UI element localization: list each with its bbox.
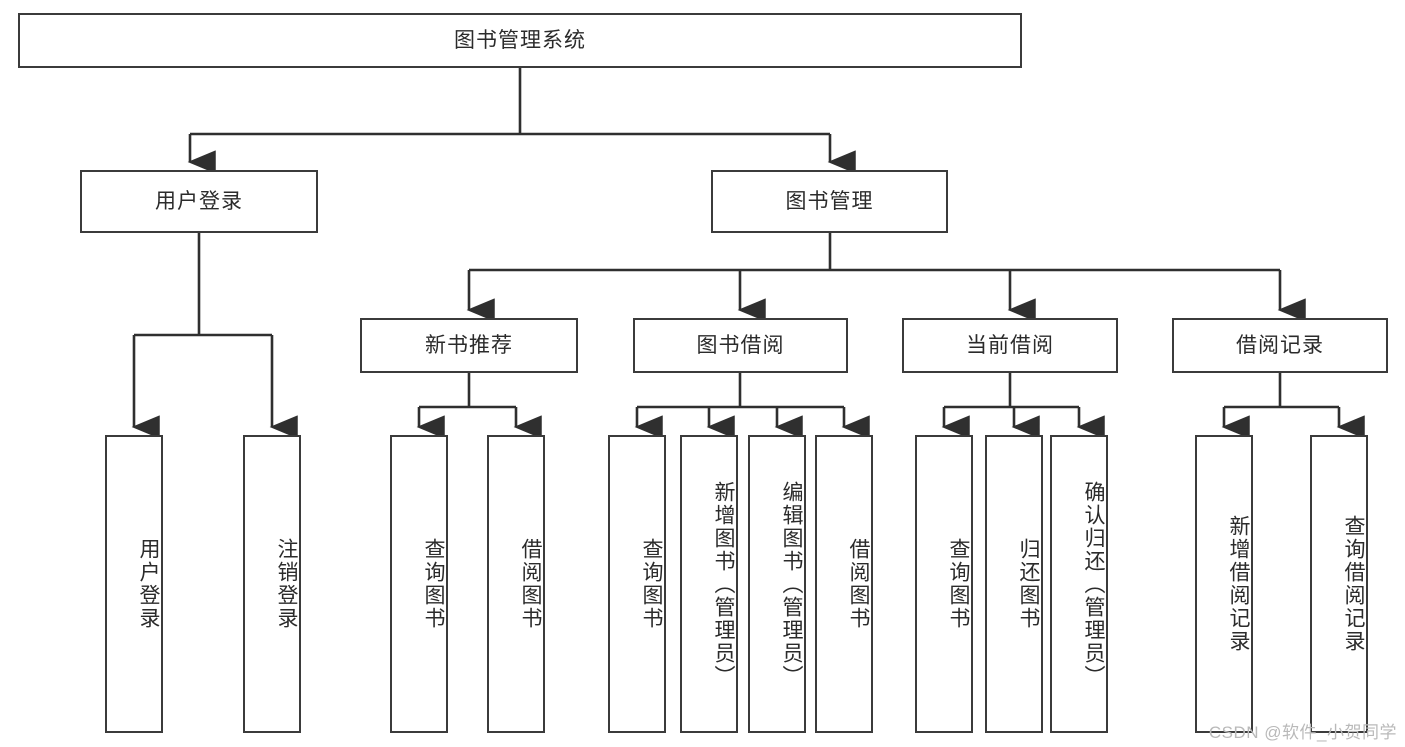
- node-book-borrow-label: 图书借阅: [696, 333, 785, 357]
- leaf-return-book[interactable]: 归还图书: [985, 435, 1043, 733]
- leaf-query-book-borrow[interactable]: 查询图书: [608, 435, 666, 733]
- node-current-borrow-label: 当前借阅: [966, 333, 1054, 357]
- leaf-add-book-admin[interactable]: 新增图书（管理员）: [680, 435, 738, 733]
- node-root-label: 图书管理系统: [454, 28, 586, 52]
- leaf-return-book-label: 归还图书: [1017, 538, 1040, 630]
- leaf-user-login-label: 用户登录: [137, 538, 160, 630]
- leaf-borrow-book-label: 借阅图书: [847, 538, 870, 630]
- node-book-management-label: 图书管理: [785, 189, 874, 213]
- node-user-login[interactable]: 用户登录: [80, 170, 318, 233]
- node-borrow-record[interactable]: 借阅记录: [1172, 318, 1388, 373]
- leaf-logout-label: 注销登录: [275, 538, 298, 630]
- leaf-query-borrow-record[interactable]: 查询借阅记录: [1310, 435, 1368, 733]
- node-user-login-label: 用户登录: [155, 189, 243, 213]
- leaf-query-book-current-label: 查询图书: [947, 538, 970, 630]
- leaf-edit-book-admin-label: 编辑图书（管理员）: [780, 480, 803, 688]
- node-new-book-recommend-label: 新书推荐: [425, 333, 513, 357]
- watermark: CSDN @软件_小贺同学: [1208, 723, 1397, 742]
- leaf-query-book-borrow-label: 查询图书: [640, 538, 663, 630]
- leaf-borrow-book[interactable]: 借阅图书: [815, 435, 873, 733]
- node-root[interactable]: 图书管理系统: [18, 13, 1022, 68]
- node-book-borrow[interactable]: 图书借阅: [633, 318, 848, 373]
- node-borrow-record-label: 借阅记录: [1236, 333, 1324, 357]
- leaf-add-book-admin-label: 新增图书（管理员）: [712, 480, 735, 688]
- leaf-add-borrow-record[interactable]: 新增借阅记录: [1195, 435, 1253, 733]
- leaf-edit-book-admin[interactable]: 编辑图书（管理员）: [748, 435, 806, 733]
- leaf-query-book-current[interactable]: 查询图书: [915, 435, 973, 733]
- leaf-query-borrow-record-label: 查询借阅记录: [1342, 515, 1365, 653]
- leaf-query-book-newbook[interactable]: 查询图书: [390, 435, 448, 733]
- leaf-add-borrow-record-label: 新增借阅记录: [1227, 515, 1250, 653]
- leaf-user-login[interactable]: 用户登录: [105, 435, 163, 733]
- node-current-borrow[interactable]: 当前借阅: [902, 318, 1118, 373]
- leaf-confirm-return-admin[interactable]: 确认归还（管理员）: [1050, 435, 1108, 733]
- leaf-borrow-book-newbook-label: 借阅图书: [519, 538, 542, 630]
- node-book-management[interactable]: 图书管理: [711, 170, 948, 233]
- leaf-logout[interactable]: 注销登录: [243, 435, 301, 733]
- node-new-book-recommend[interactable]: 新书推荐: [360, 318, 578, 373]
- leaf-confirm-return-admin-label: 确认归还（管理员）: [1082, 480, 1105, 688]
- leaf-query-book-newbook-label: 查询图书: [422, 538, 445, 630]
- leaf-borrow-book-newbook[interactable]: 借阅图书: [487, 435, 545, 733]
